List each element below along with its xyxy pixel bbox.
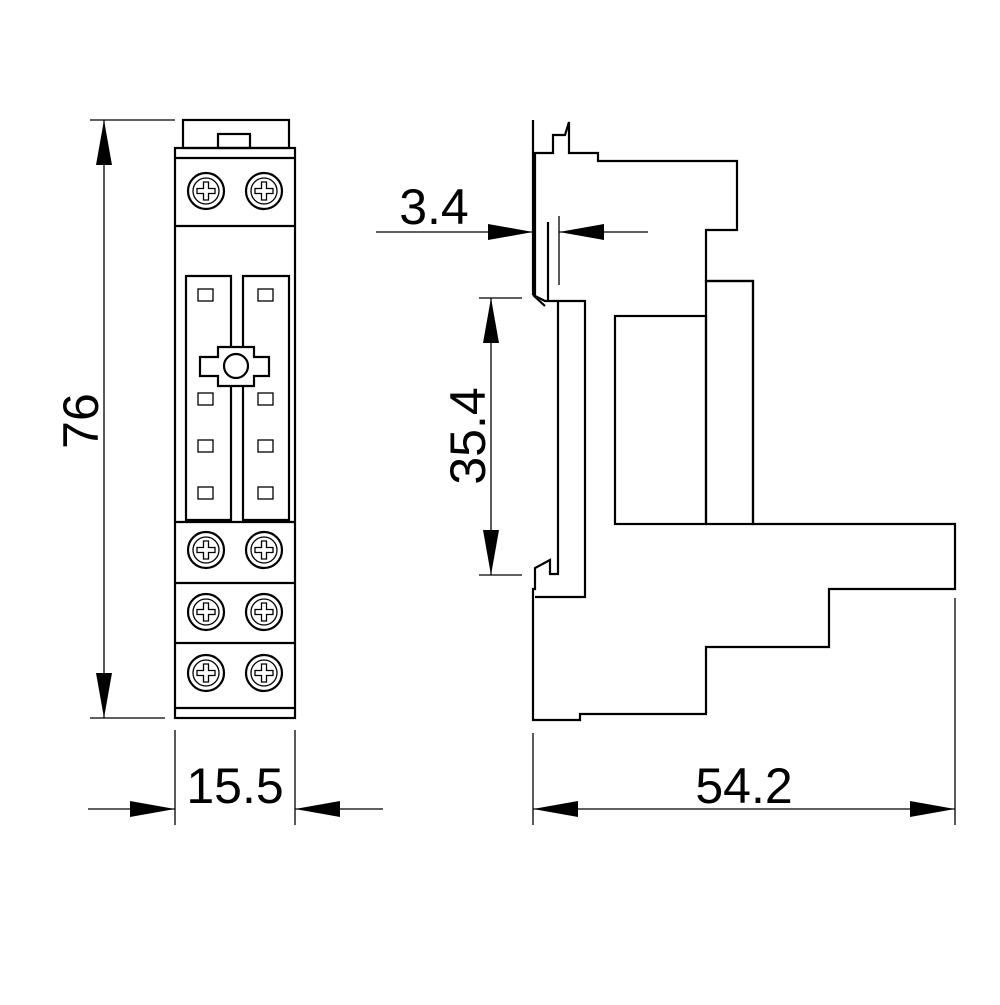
- side-outline: [531, 120, 957, 722]
- side-view: [531, 120, 957, 722]
- contact-slot: [197, 392, 214, 406]
- arrow-right-icon: [488, 224, 533, 240]
- contact-area: [184, 274, 291, 522]
- dim-width-label: 15.5: [186, 758, 283, 814]
- relay-side-block: [704, 279, 755, 526]
- phillips-screw-icon: [186, 653, 226, 693]
- arrow-left-icon: [533, 801, 578, 817]
- contact-slot: [257, 439, 274, 453]
- dim-depth-label: 54.2: [695, 758, 792, 814]
- dim-height-label: 76: [53, 393, 109, 449]
- phillips-screw-icon: [244, 171, 284, 211]
- arrow-right-icon: [910, 801, 955, 817]
- phillips-screw-icon: [244, 530, 284, 570]
- arrow-right-icon: [130, 801, 175, 817]
- arrow-up-icon: [96, 120, 112, 165]
- dim-offset-label: 3.4: [399, 179, 469, 235]
- contact-slot: [197, 486, 214, 500]
- contact-slot: [257, 288, 274, 302]
- arrow-down-icon: [96, 673, 112, 718]
- contact-slot: [197, 439, 214, 453]
- arrow-left-icon: [295, 801, 340, 817]
- arrow-left-icon: [559, 224, 604, 240]
- clip-hook: [532, 294, 546, 307]
- contact-slot: [257, 486, 274, 500]
- contact-slot: [257, 392, 274, 406]
- phillips-screw-icon: [244, 592, 284, 632]
- front-body: [173, 146, 297, 720]
- arrow-up-icon: [483, 298, 499, 343]
- rail-channel: [535, 299, 587, 599]
- relay-block: [613, 314, 708, 526]
- contact-slot: [197, 288, 214, 302]
- phillips-screw-icon: [186, 530, 226, 570]
- side-dimensions: 3.4 35.4 54.2: [376, 179, 956, 825]
- latch-tab: [216, 132, 252, 150]
- contact-column-left: [184, 274, 233, 522]
- phillips-screw-icon: [186, 171, 226, 211]
- contact-column-right: [241, 274, 291, 522]
- dim-rail-label: 35.4: [440, 387, 496, 484]
- front-dimensions: 76 15.5: [53, 119, 383, 825]
- arrow-down-icon: [483, 530, 499, 575]
- screw-terminals: [186, 171, 284, 693]
- phillips-screw-icon: [244, 653, 284, 693]
- front-view: [173, 118, 297, 720]
- socket-key-hole: [222, 352, 250, 380]
- phillips-screw-icon: [186, 592, 226, 632]
